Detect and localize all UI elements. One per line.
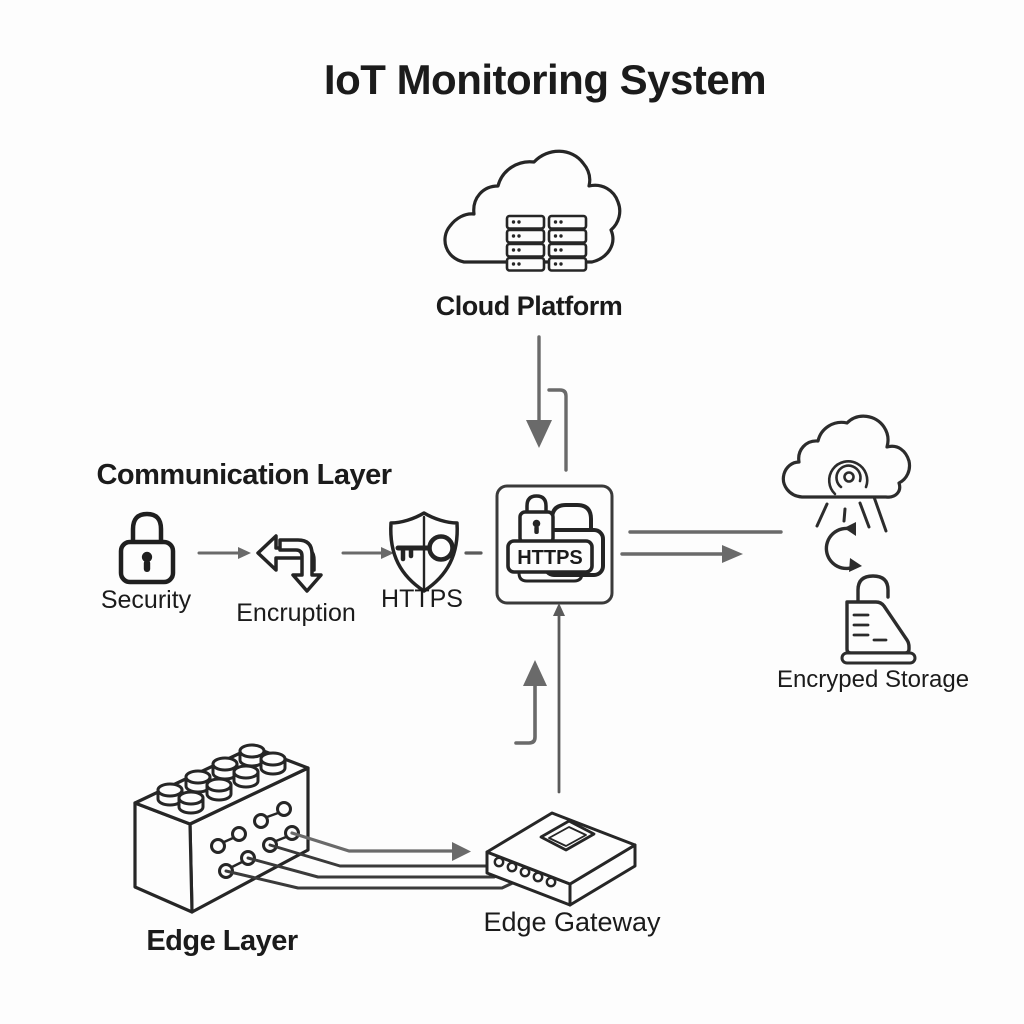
box-to-storage-lines [620, 530, 783, 563]
security-label: Security [100, 586, 192, 614]
wire-arrow [290, 831, 471, 861]
return-elbow-line [547, 388, 568, 472]
gateway-to-box-line [553, 603, 565, 794]
encryption-knot-icon [256, 534, 323, 593]
cloud-platform-label: Cloud Platform [435, 291, 623, 321]
cloud-signal-sync-icon [781, 414, 912, 572]
encryption-to-https-arrow [341, 547, 394, 559]
https-label: HTTPS [381, 585, 463, 613]
cloud-to-box-arrow [526, 335, 552, 448]
security-to-encryption-arrow [197, 547, 251, 559]
encryption-label: Encruption [236, 599, 356, 627]
edge-layer-label: Edge Layer [146, 925, 298, 957]
https-badge-text: HTTPS [517, 547, 583, 569]
terminal-block-icon [133, 743, 310, 914]
edge-gateway-label: Edge Gateway [483, 907, 661, 937]
up-elbow-arrow [514, 660, 547, 745]
lock-https-badge-icon: HTTPS [506, 494, 605, 583]
padlock-icon [118, 511, 176, 585]
shield-key-icon [389, 511, 459, 593]
communication-layer-heading: Communication Layer [96, 459, 392, 491]
encrypted-storage-label: Encryped Storage [776, 666, 970, 693]
cloud-servers-icon [443, 149, 622, 272]
storage-lock-icon [840, 574, 917, 665]
page-title: IoT Monitoring System [323, 56, 767, 103]
https-box: HTTPS [495, 484, 614, 605]
gateway-device-icon [485, 811, 637, 907]
